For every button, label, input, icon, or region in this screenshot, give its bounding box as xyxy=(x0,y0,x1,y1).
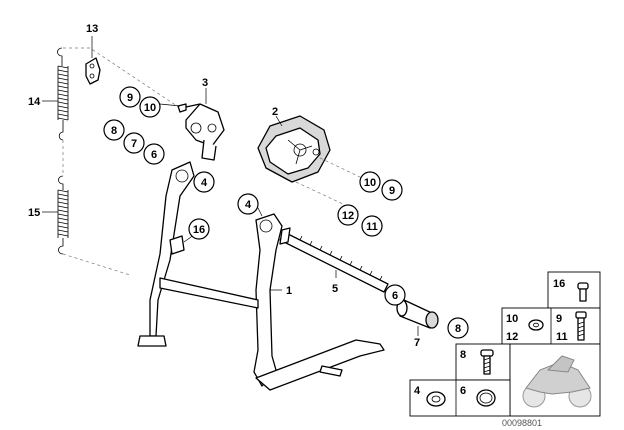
bolt-5 xyxy=(279,227,389,293)
plate-13 xyxy=(85,57,101,85)
callout-2: 2 xyxy=(272,106,278,118)
legend-label-11: 11 xyxy=(556,331,568,343)
legend-label-6: 6 xyxy=(460,385,466,397)
circled-callouts: 9 10 8 7 6 4 10 9 4 12 11 16 6 8 xyxy=(103,86,469,339)
legend-label-16: 16 xyxy=(553,278,565,290)
legend-label-4: 4 xyxy=(414,385,421,397)
callout-circle-7: 7 xyxy=(131,138,137,150)
callout-circle-8b: 8 xyxy=(455,323,461,335)
callout-circle-6b: 6 xyxy=(392,290,398,302)
spring-14 xyxy=(57,47,69,141)
bracket-3 xyxy=(177,103,225,161)
callout-5: 5 xyxy=(332,283,338,295)
legend-label-8: 8 xyxy=(460,349,466,361)
callout-15: 15 xyxy=(28,207,40,219)
sleeve-7 xyxy=(396,299,439,329)
motorcycle-icon xyxy=(522,355,592,408)
legend-label-12: 12 xyxy=(506,331,518,343)
callout-circle-10: 10 xyxy=(144,102,156,114)
callout-14: 14 xyxy=(28,96,41,108)
callout-circle-8: 8 xyxy=(111,125,117,137)
callout-circle-4: 4 xyxy=(201,177,208,189)
legend-label-10: 10 xyxy=(506,313,518,325)
legend-label-9: 9 xyxy=(556,313,562,325)
callout-circle-16: 16 xyxy=(193,224,205,236)
main-stand-1 xyxy=(137,161,385,391)
spring-15 xyxy=(57,175,69,255)
callout-7: 7 xyxy=(414,337,420,349)
callout-13: 13 xyxy=(86,23,98,35)
callout-circle-10b: 10 xyxy=(364,177,376,189)
legend-grid: 16 10 12 9 11 8 4 6 xyxy=(409,271,601,417)
reference-number: 00098801 xyxy=(502,418,542,428)
callout-circle-9b: 9 xyxy=(389,185,395,197)
callout-circle-9: 9 xyxy=(127,92,133,104)
callout-circle-12: 12 xyxy=(342,210,354,222)
callout-3: 3 xyxy=(202,77,208,89)
callout-circle-6: 6 xyxy=(151,149,157,161)
callout-circle-11: 11 xyxy=(366,221,378,233)
housing-2 xyxy=(257,115,331,183)
callout-1: 1 xyxy=(286,285,292,297)
callout-circle-4b: 4 xyxy=(245,199,252,211)
plain-callouts: 13 3 2 14 15 1 5 7 xyxy=(28,23,420,349)
